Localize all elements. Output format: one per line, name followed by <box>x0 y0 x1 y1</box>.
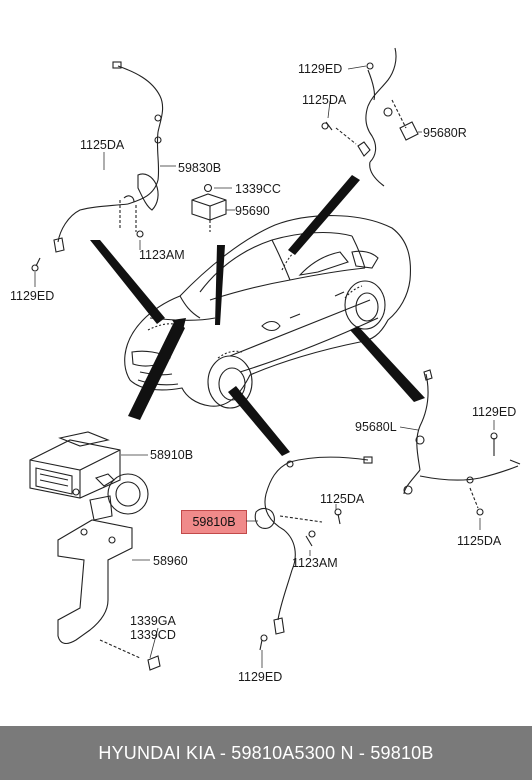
part-label-58960: 58960 <box>153 554 188 568</box>
highlight-leader <box>246 520 258 522</box>
footer-text: HYUNDAI KIA - 59810A5300 N - 59810B <box>98 743 434 763</box>
car-illustration <box>124 215 412 409</box>
part-label-1125da-mid: 1125DA <box>320 492 365 506</box>
part-label-1129ed-left: 1129ED <box>10 289 55 303</box>
hecu-58910b <box>29 431 149 521</box>
highlighted-part-label: 59810B <box>192 515 236 529</box>
part-label-1129ed-top: 1129ED <box>298 62 343 76</box>
module-95690 <box>191 183 227 232</box>
part-label-95680l: 95680L <box>355 420 397 434</box>
part-label-95690: 95690 <box>235 204 270 218</box>
part-label-1339cc: 1339CC <box>235 182 281 196</box>
bracket-58960 <box>57 519 161 671</box>
parts-diagram <box>29 47 521 671</box>
part-label-1125da-left: 1125DA <box>80 138 125 152</box>
front-left-sensor-59830b <box>31 61 164 272</box>
part-label-1339ga: 1339GA <box>130 614 176 628</box>
part-label-1123am-mid: 1123AM <box>292 556 338 570</box>
highlighted-part-59810b[interactable]: 59810B <box>181 510 247 534</box>
part-label-1125da-right: 1125DA <box>457 534 502 548</box>
part-label-1125da-top: 1125DA <box>302 93 347 107</box>
part-label-1129ed-right: 1129ED <box>472 405 517 419</box>
part-label-58910b: 58910B <box>150 448 194 462</box>
part-label-1123am-left: 1123AM <box>139 248 185 262</box>
pointer-arrows <box>90 175 425 456</box>
leader-lines <box>34 65 495 668</box>
part-label-59830b: 59830B <box>178 161 222 175</box>
front-right-sensor-59810b <box>254 456 373 651</box>
part-label-95680r: 95680R <box>423 126 467 140</box>
rear-left-sensor-95680l <box>403 369 521 516</box>
rear-right-sensor-95680r <box>321 47 419 187</box>
part-label-1129ed-bottom: 1129ED <box>238 670 283 684</box>
part-number-footer: HYUNDAI KIA - 59810A5300 N - 59810B <box>0 726 532 780</box>
part-label-1339cd: 1339CD <box>130 628 176 642</box>
